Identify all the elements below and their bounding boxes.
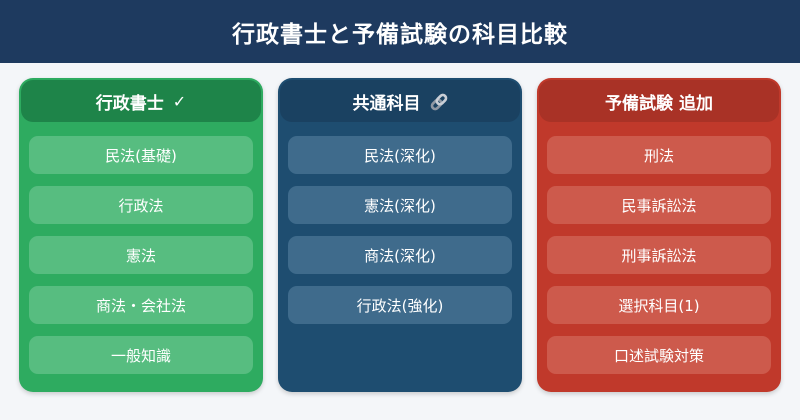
subject-list: 刑法民事訴訟法刑事訴訟法選択科目(1) 口述試験対策 [539,122,779,374]
subject-item: 民事訴訟法 [547,186,771,224]
page-title: 行政書士と予備試験の科目比較 [232,21,568,48]
link-icon [430,93,448,111]
column-gyosei-shoshi: 行政書士 ✓ 民法(基礎) 行政法憲法商法・会社法一般知識 [19,78,263,392]
subject-item: 憲法(深化) [288,186,512,224]
subject-item: 行政法(強化) [288,286,512,324]
column-header-kyotsu-kamoku: 共通科目 [280,80,520,122]
subject-item: 商法(深化) [288,236,512,274]
subject-item: 行政法 [29,186,253,224]
check-icon: ✓ [172,91,187,111]
column-kyotsu-kamoku: 共通科目 民法(深化) 憲法(深化) 商法(深化) 行政法(強化) [278,78,522,392]
subject-item: 憲法 [29,236,253,274]
column-yobi-shiken: 予備試験 追加 刑法民事訴訟法刑事訴訟法選択科目(1) 口述試験対策 [537,78,781,392]
subject-item: 民法(深化) [288,136,512,174]
column-title: 共通科目 [352,93,421,114]
column-header-gyosei-shoshi: 行政書士 ✓ [21,80,261,122]
column-title: 行政書士 [95,93,164,114]
column-title: 予備試験 追加 [605,93,713,114]
page-header: 行政書士と予備試験の科目比較 [0,0,800,63]
subject-list: 民法(深化) 憲法(深化) 商法(深化) 行政法(強化) [280,122,520,324]
subject-item: 口述試験対策 [547,336,771,374]
subject-item: 刑法 [547,136,771,174]
comparison-board: 行政書士 ✓ 民法(基礎) 行政法憲法商法・会社法一般知識 共通科目 民法(深化)… [0,63,800,392]
subject-item: 民法(基礎) [29,136,253,174]
subject-item: 刑事訴訟法 [547,236,771,274]
subject-list: 民法(基礎) 行政法憲法商法・会社法一般知識 [21,122,261,374]
subject-item: 一般知識 [29,336,253,374]
subject-item: 選択科目(1) [547,286,771,324]
subject-item: 商法・会社法 [29,286,253,324]
column-header-yobi-shiken: 予備試験 追加 [539,80,779,122]
